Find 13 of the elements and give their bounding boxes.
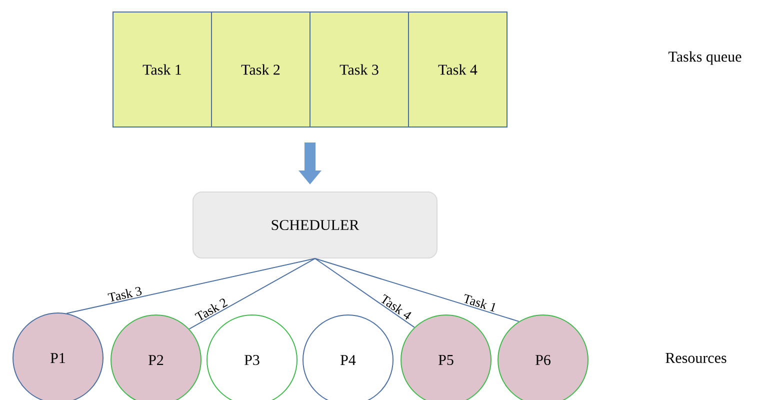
edge-label: Task 1 — [464, 294, 496, 312]
connector-line — [66, 258, 316, 314]
task-cell: Task 2 — [211, 12, 310, 128]
side-label: Tasks queue — [668, 51, 742, 65]
scheduler-box: SCHEDULER — [192, 192, 438, 258]
task-cell: Task 3 — [310, 12, 409, 128]
task-cell: Task 4 — [408, 12, 508, 128]
connector-line — [314, 258, 520, 322]
side-label: Resources — [666, 353, 726, 363]
connector-line — [188, 258, 316, 330]
connector-line — [314, 258, 415, 328]
edge-label: Task 3 — [108, 286, 142, 302]
task-cell: Task 1 — [112, 12, 212, 128]
